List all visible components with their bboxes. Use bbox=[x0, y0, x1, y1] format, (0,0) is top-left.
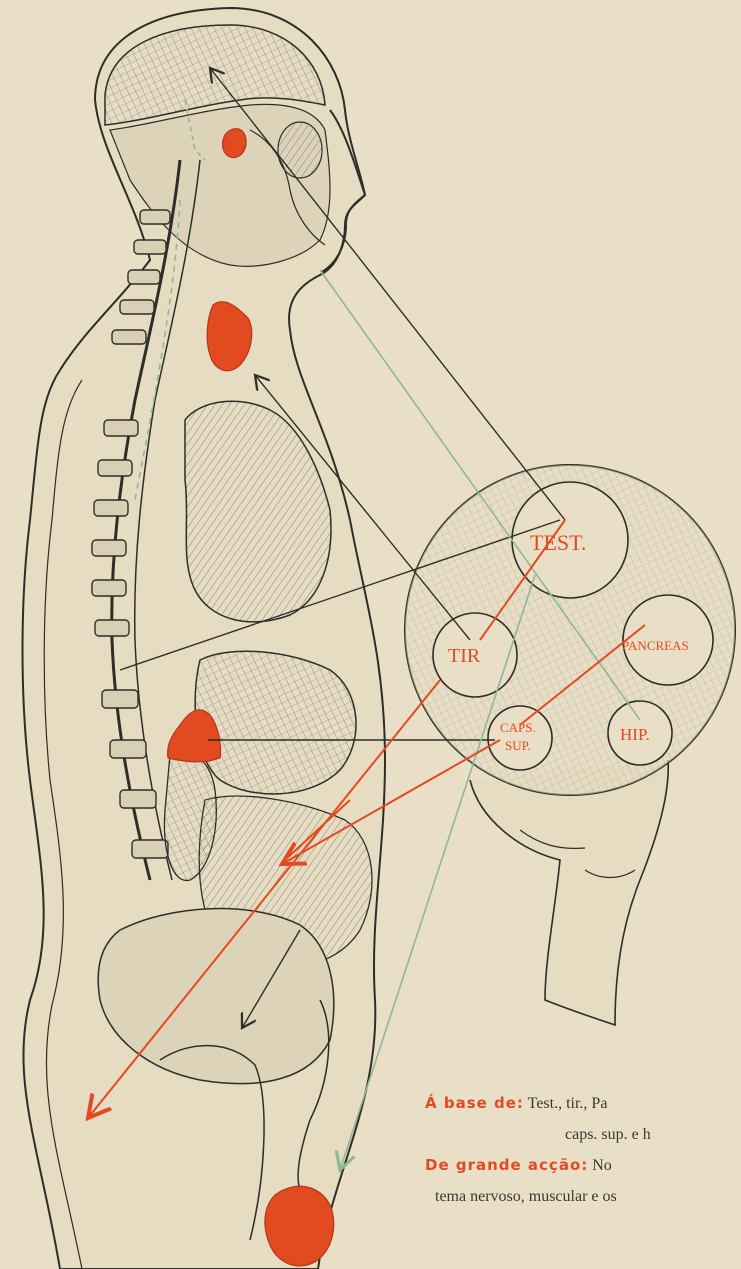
endocrine-sphere bbox=[405, 465, 735, 795]
action-text-1: No bbox=[592, 1157, 612, 1174]
caption-row-4: tema nervoso, muscular e os bbox=[425, 1181, 741, 1212]
action-label: De grande acção: bbox=[425, 1156, 588, 1174]
caption-row-3: De grande acção: No bbox=[425, 1150, 741, 1181]
label-tir: TIR bbox=[448, 645, 481, 667]
base-text-2: caps. sup. e h bbox=[565, 1126, 651, 1143]
label-sup: SUP. bbox=[505, 738, 531, 753]
caption-row-1: Á base de: Test., tir., Pa bbox=[425, 1088, 741, 1119]
base-label: Á base de: bbox=[425, 1094, 524, 1112]
testis-gland bbox=[265, 1186, 334, 1266]
pituitary-gland bbox=[223, 129, 247, 158]
label-pancreas: PANCREAS bbox=[622, 638, 689, 653]
label-caps: CAPS. bbox=[500, 720, 536, 735]
action-text-2: tema nervoso, muscular e os bbox=[435, 1188, 617, 1205]
label-test: TEST. bbox=[530, 530, 586, 555]
caption-block: Á base de: Test., tir., Pa caps. sup. e … bbox=[425, 1088, 741, 1212]
caption-row-2: caps. sup. e h bbox=[425, 1119, 741, 1150]
label-hip: HIP. bbox=[620, 725, 650, 744]
base-text-1: Test., tir., Pa bbox=[528, 1095, 608, 1112]
hand bbox=[470, 760, 668, 1025]
